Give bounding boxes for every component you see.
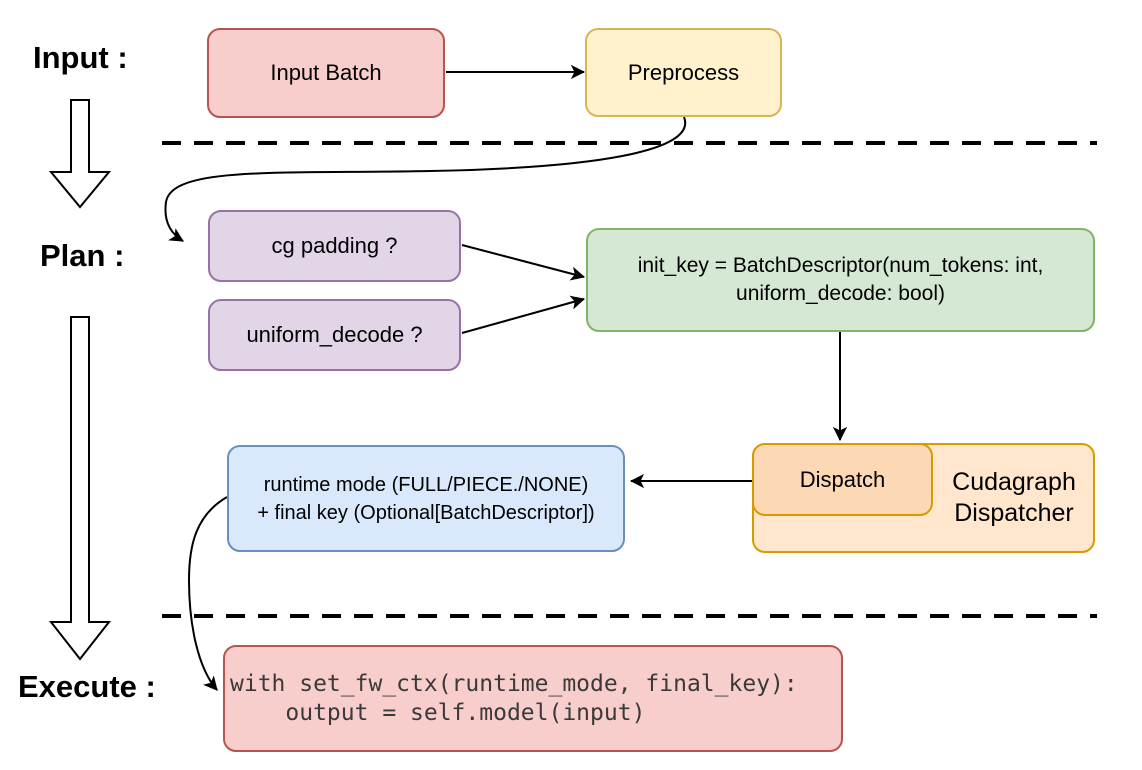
node-dispatch-label: Dispatch [799,466,886,492]
node-cg-padding-label: cg padding ? [271,233,398,259]
node-input-batch: Input Batch [207,28,445,118]
curve-runtime-mode-to-execute-code [187,496,228,690]
stage-label-execute: Execute : [18,669,156,704]
node-cudagraph-dispatcher-line2: Dispatcher [954,499,1074,527]
node-runtime-mode-line1: runtime mode (FULL/PIECE./NONE) [263,473,589,496]
input-to-plan-block-arrow-icon [48,99,112,209]
node-cudagraph-dispatcher-label: Cudagraph Dispatcher [933,443,1095,553]
node-dispatch: Dispatch [752,443,933,516]
node-execute-code: with set_fw_ctx(runtime_mode, final_key)… [223,645,843,752]
stage-label-plan: Plan : [40,238,125,273]
node-preprocess-label: Preprocess [627,59,740,85]
node-cg-padding: cg padding ? [208,210,461,282]
node-init-key-line2: uniform_decode: bool) [736,282,945,305]
node-preprocess: Preprocess [585,28,782,117]
node-execute-code-line1: with set_fw_ctx(runtime_mode, final_key)… [230,670,798,697]
curve-preprocess-to-cg-padding [164,116,687,242]
stage-label-input: Input : [33,40,128,75]
plan-to-execute-block-arrow-icon [48,316,112,661]
node-uniform-decode: uniform_decode ? [208,299,461,371]
node-init-key-line1: init_key = BatchDescriptor(num_tokens: i… [637,254,1044,277]
node-runtime-mode: runtime mode (FULL/PIECE./NONE) + final … [227,445,625,552]
arrow-cg-padding-to-init-key [461,244,584,277]
node-uniform-decode-label: uniform_decode ? [246,322,423,348]
node-execute-code-line2: output = self.model(input) [230,699,646,726]
arrow-uniform-decode-to-init-key [461,299,584,334]
node-input-batch-label: Input Batch [270,60,382,86]
node-init-key: init_key = BatchDescriptor(num_tokens: i… [586,228,1095,332]
node-cudagraph-dispatcher-line1: Cudagraph [952,468,1076,496]
node-runtime-mode-line2: + final key (Optional[BatchDescriptor]) [257,501,595,524]
